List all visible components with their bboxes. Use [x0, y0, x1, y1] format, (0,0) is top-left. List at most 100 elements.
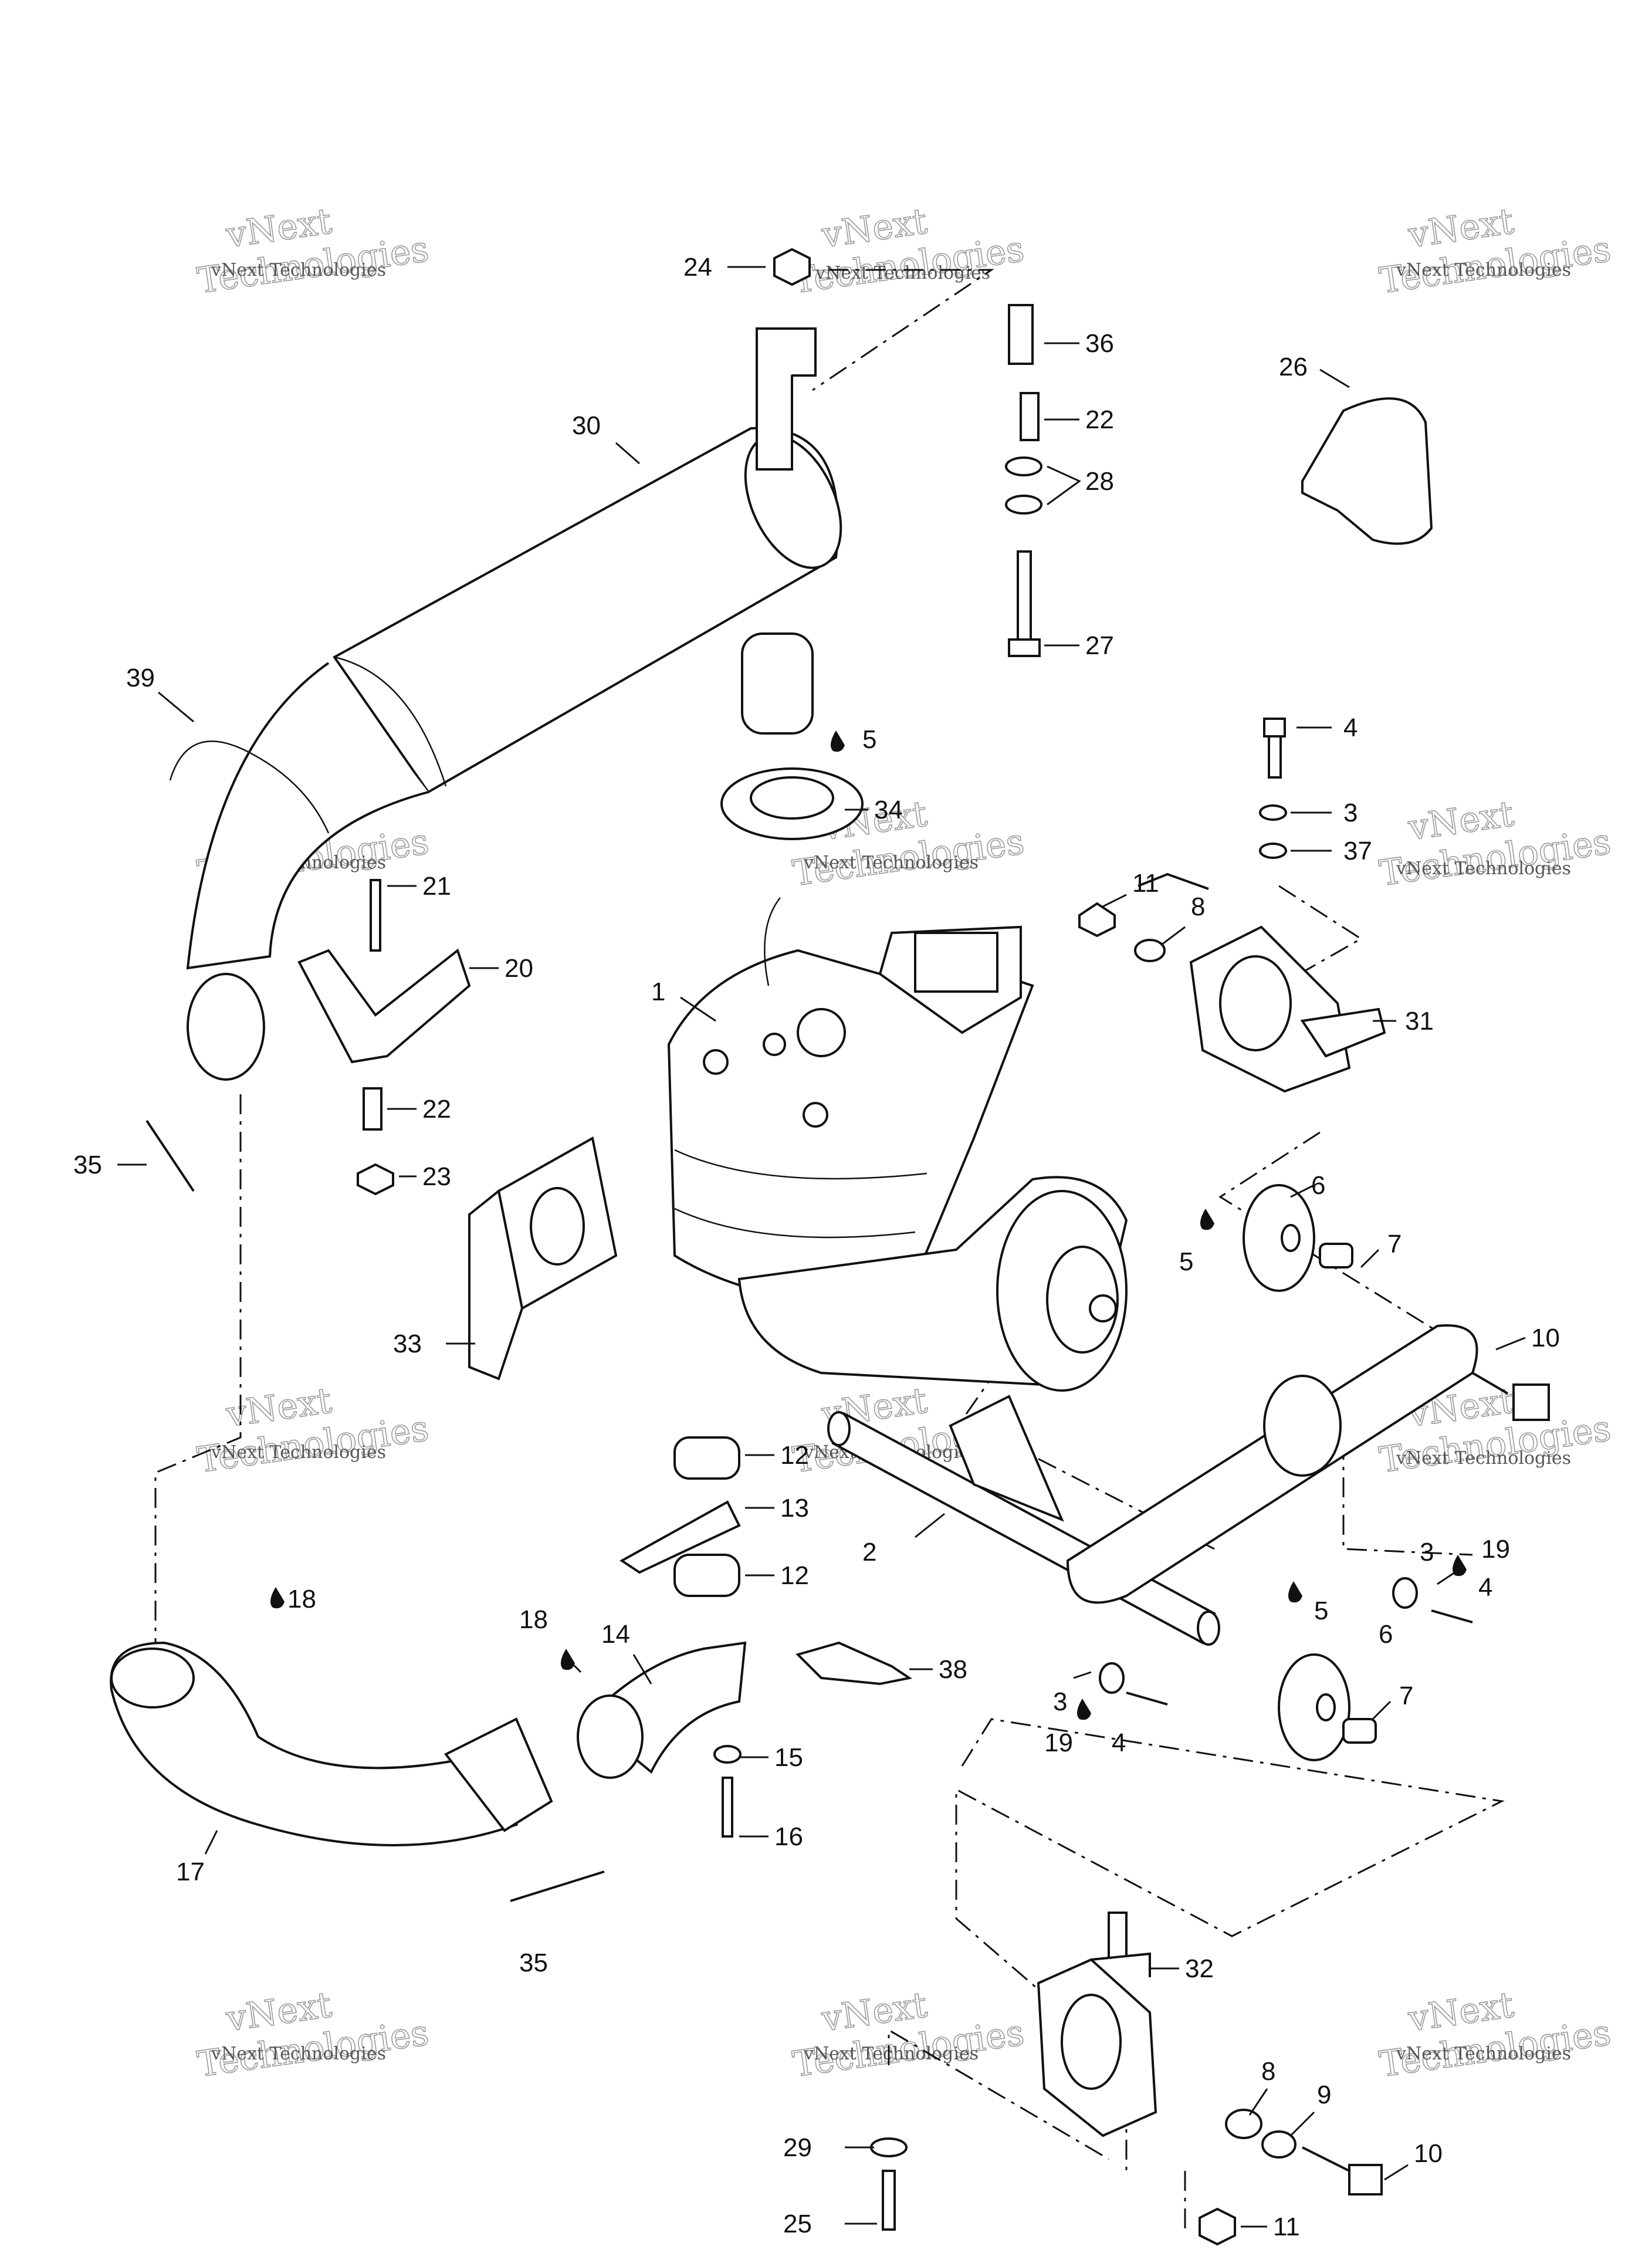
callout-27: 27: [1085, 631, 1114, 660]
drop-icon: [1077, 1699, 1091, 1720]
watermark-small: vNext Technologies: [815, 263, 990, 283]
callout-33: 33: [393, 1330, 422, 1358]
drop-icon: [1453, 1555, 1467, 1577]
elbow: [577, 1641, 747, 1779]
callout-7: 7: [1399, 1682, 1413, 1710]
engine: [667, 897, 1128, 1392]
drive-shaft: [827, 1324, 1478, 1646]
exhaust-pipe: [110, 1641, 553, 1846]
callout-3: 3: [1053, 1687, 1067, 1716]
callout-19: 19: [1044, 1728, 1073, 1757]
callout-8: 8: [1191, 892, 1205, 921]
callout-16: 16: [774, 1822, 803, 1851]
callout-18: 18: [519, 1605, 548, 1634]
grommet: [720, 767, 864, 840]
callout-36: 36: [1085, 329, 1114, 358]
watermark-small: vNext Technologies: [1396, 260, 1571, 280]
callout-39: 39: [126, 664, 155, 692]
callout-34: 34: [874, 796, 903, 824]
bracket: [297, 948, 471, 1064]
handle: [1301, 397, 1433, 545]
drop-icon: [831, 730, 845, 752]
callout-14: 14: [601, 1620, 630, 1649]
callout-6: 6: [1379, 1620, 1393, 1649]
callout-22: 22: [1085, 405, 1114, 434]
watermark: vNext Technologies: [790, 1984, 1027, 2086]
watermark: vNext Technologies: [194, 200, 432, 302]
drop-icon: [1200, 1209, 1214, 1230]
callout-1: 1: [651, 977, 665, 1006]
callout-25: 25: [783, 2210, 812, 2238]
watermark-small: vNext Technologies: [803, 2044, 979, 2064]
callout-26: 26: [1279, 353, 1308, 381]
callout-15: 15: [774, 1743, 803, 1772]
mount: [1037, 1912, 1157, 2137]
springs: [145, 392, 1040, 1902]
leader-lines: [117, 266, 1526, 2228]
callout-32: 32: [1185, 1954, 1214, 1983]
callout-28: 28: [1085, 467, 1114, 496]
watermark-small: vNext Technologies: [1396, 1448, 1571, 1469]
muffler: [186, 327, 842, 1081]
callout-10: 10: [1531, 1324, 1560, 1352]
watermark: vNext Technologies: [194, 1984, 432, 2086]
bumpers: [1243, 1184, 1377, 1761]
drop-icon: [561, 1649, 575, 1670]
callout-5: 5: [1314, 1596, 1328, 1625]
plate: [468, 1136, 618, 1381]
callout-8: 8: [1261, 2057, 1275, 2086]
bracket-38: [795, 1641, 913, 1686]
callout-23: 23: [422, 1162, 451, 1191]
mount: [1189, 925, 1386, 1093]
watermark: vNext Technologies: [1376, 1984, 1614, 2086]
callout-9: 9: [1317, 2081, 1331, 2109]
fasteners: [357, 248, 1550, 2246]
callout-24: 24: [683, 253, 712, 282]
callout-22: 22: [422, 1095, 451, 1124]
watermark-small: vNext Technologies: [211, 1442, 386, 1463]
callout-4: 4: [1478, 1573, 1492, 1602]
callout-35: 35: [73, 1151, 102, 1179]
callout-30: 30: [572, 411, 601, 440]
callout-29: 29: [783, 2133, 812, 2162]
callout-19: 19: [1481, 1535, 1510, 1564]
gaskets: [620, 1436, 741, 1597]
callout-3: 3: [1420, 1538, 1434, 1567]
watermark-small: vNext Technologies: [803, 853, 979, 873]
callout-2: 2: [862, 1538, 876, 1567]
watermark-small: vNext Technologies: [1396, 858, 1571, 879]
callout-38: 38: [939, 1655, 967, 1684]
callout-37: 37: [1343, 837, 1372, 865]
watermark: vNext Technologies: [1376, 200, 1614, 302]
callout-7: 7: [1387, 1230, 1402, 1259]
callout-11: 11: [1273, 2213, 1300, 2241]
watermark: vNext Technologies: [790, 200, 1027, 302]
watermark: vNext Technologies: [194, 1379, 432, 1481]
callout-20: 20: [505, 954, 533, 983]
watermark-small: vNext Technologies: [1396, 2044, 1571, 2064]
callout-17: 17: [176, 1858, 205, 1886]
callout-4: 4: [1112, 1728, 1126, 1757]
callout-21: 21: [422, 872, 451, 901]
drop-icon: [1288, 1581, 1302, 1603]
hose: [169, 740, 330, 834]
callout-35: 35: [519, 1948, 548, 1977]
watermark-small: vNext Technologies: [211, 2044, 386, 2064]
callout-4: 4: [1343, 713, 1358, 742]
callout-31: 31: [1405, 1007, 1434, 1036]
callout-12: 12: [780, 1441, 809, 1470]
callout-12: 12: [780, 1561, 809, 1590]
lubricant-markers: [270, 730, 1467, 1720]
callout-18: 18: [287, 1585, 316, 1613]
callout-3: 3: [1343, 799, 1358, 827]
watermark-small: vNext Technologies: [211, 260, 386, 280]
callout-13: 13: [780, 1494, 809, 1523]
drop-icon: [270, 1587, 285, 1609]
callout-11: 11: [1132, 869, 1159, 898]
callouts: 24 36 22 28 27 26 30 39 5 34 4 3 37 21 1…: [73, 253, 1560, 2241]
callout-5: 5: [862, 725, 876, 754]
callout-10: 10: [1414, 2139, 1443, 2168]
callout-6: 6: [1311, 1171, 1325, 1200]
callout-5: 5: [1179, 1247, 1193, 1276]
